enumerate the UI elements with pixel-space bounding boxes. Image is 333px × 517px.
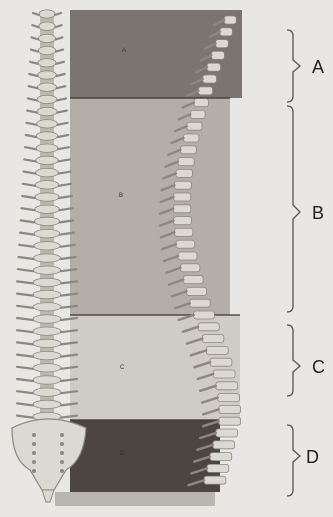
vertebra-front bbox=[33, 400, 61, 408]
vertebra-front bbox=[37, 120, 58, 128]
band-base bbox=[55, 492, 215, 506]
vertebra-side bbox=[186, 287, 206, 295]
band-letter-b: B bbox=[119, 193, 123, 199]
vertebra-side bbox=[190, 299, 210, 307]
vertebra-side bbox=[207, 464, 229, 472]
vertebra-front bbox=[36, 132, 58, 140]
vertebra-side bbox=[220, 28, 232, 36]
vertebra-front bbox=[33, 388, 61, 396]
vertebra-side bbox=[178, 252, 197, 260]
vertebra-side bbox=[204, 476, 226, 484]
vertebra-front bbox=[37, 83, 56, 91]
vertebra-side bbox=[198, 87, 212, 95]
band-letter-a: A bbox=[122, 48, 126, 54]
vertebra-side bbox=[187, 122, 202, 130]
vertebra-front bbox=[34, 242, 60, 250]
vertebra-side bbox=[174, 217, 192, 225]
vertebra-front bbox=[36, 144, 58, 152]
vertebra-side bbox=[175, 228, 193, 236]
vertebra-side bbox=[203, 75, 217, 83]
vertebra-side bbox=[216, 40, 229, 48]
vertebra-side bbox=[194, 311, 215, 319]
vertebra-front bbox=[35, 205, 60, 213]
bracket-d bbox=[287, 425, 300, 496]
vertebra-front bbox=[38, 34, 55, 42]
vertebra-side bbox=[206, 346, 228, 354]
vertebra-side bbox=[213, 441, 235, 449]
vertebra-front bbox=[38, 46, 56, 54]
vertebra-front bbox=[33, 303, 61, 311]
vertebra-side bbox=[207, 63, 220, 71]
region-label-d: D bbox=[306, 447, 319, 468]
bracket-a bbox=[287, 30, 300, 102]
bracket-c bbox=[287, 325, 300, 396]
vertebra-side bbox=[178, 158, 194, 166]
vertebra-front bbox=[34, 254, 61, 262]
vertebra-side bbox=[174, 193, 191, 201]
vertebra-front bbox=[38, 71, 57, 79]
vertebra-front bbox=[33, 278, 61, 286]
vertebra-side bbox=[176, 169, 193, 177]
vertebra-front bbox=[38, 59, 56, 67]
vertebra-side bbox=[213, 370, 235, 378]
band-letter-d: D bbox=[120, 451, 124, 457]
vertebra-front bbox=[33, 376, 61, 384]
vertebra-side bbox=[173, 205, 191, 213]
vertebra-front bbox=[34, 217, 59, 225]
vertebra-front bbox=[37, 95, 57, 103]
vertebra-side bbox=[176, 240, 195, 248]
vertebra-side bbox=[216, 382, 238, 390]
vertebra-front bbox=[33, 327, 61, 335]
region-label-c: C bbox=[312, 357, 325, 378]
vertebra-side bbox=[181, 146, 197, 154]
vertebra-front bbox=[39, 22, 56, 30]
region-label-b: B bbox=[312, 203, 324, 224]
vertebra-front bbox=[35, 181, 59, 189]
vertebra-side bbox=[210, 453, 232, 461]
vertebra-side bbox=[190, 110, 205, 118]
vertebra-side bbox=[198, 323, 219, 331]
vertebra-side bbox=[211, 51, 224, 59]
vertebra-front bbox=[34, 229, 60, 237]
vertebra-side bbox=[219, 417, 241, 425]
band-letter-c: C bbox=[120, 365, 124, 371]
bracket-b bbox=[287, 106, 300, 312]
vertebra-side bbox=[202, 335, 223, 343]
vertebra-side bbox=[210, 358, 232, 366]
region-label-a: A bbox=[312, 57, 324, 78]
vertebra-side bbox=[216, 429, 238, 437]
vertebra-side bbox=[224, 16, 236, 24]
vertebra-side bbox=[218, 394, 240, 402]
vertebra-side bbox=[183, 134, 199, 142]
vertebra-front bbox=[36, 156, 59, 164]
vertebra-front bbox=[33, 339, 61, 347]
vertebra-front bbox=[33, 315, 61, 323]
vertebra-front bbox=[35, 193, 59, 201]
vertebra-side bbox=[181, 264, 200, 272]
band-b bbox=[70, 98, 230, 315]
vertebra-side bbox=[219, 405, 241, 413]
vertebra-front bbox=[33, 351, 61, 359]
vertebra-side bbox=[194, 99, 208, 107]
vertebra-front bbox=[33, 290, 61, 298]
vertebra-side bbox=[183, 276, 203, 284]
vertebra-front bbox=[39, 10, 55, 18]
vertebra-side bbox=[174, 181, 191, 189]
vertebra-front bbox=[33, 266, 61, 274]
vertebra-front bbox=[35, 168, 58, 176]
vertebra-front bbox=[33, 364, 61, 372]
vertebra-front bbox=[37, 107, 57, 115]
